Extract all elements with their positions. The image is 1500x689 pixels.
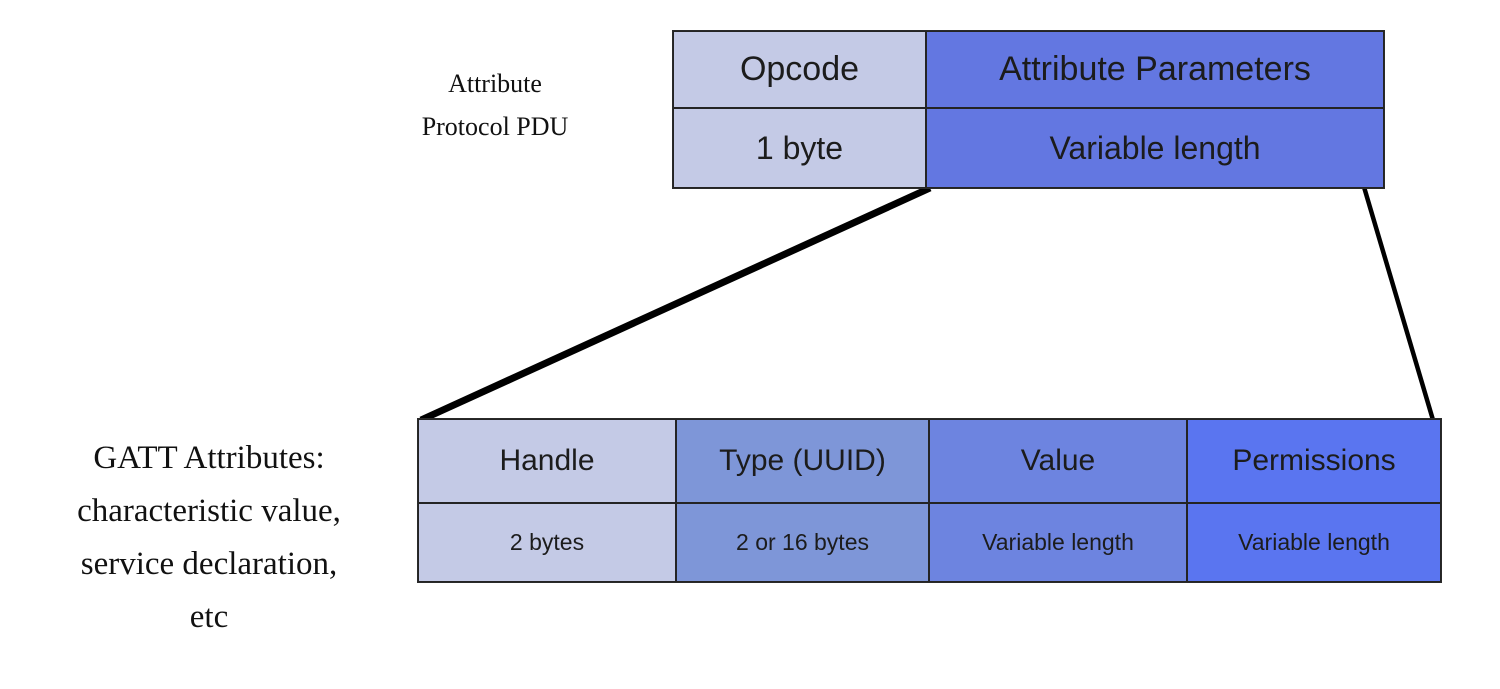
- attr-cell-handle-name: Handle: [418, 419, 676, 503]
- attr-cell-handle-size: 2 bytes: [418, 503, 676, 582]
- pdu-cell-opcode-name: Opcode: [673, 31, 926, 108]
- connector-line-left: [419, 184, 932, 424]
- gatt-label-line-2: characteristic value,: [77, 493, 341, 529]
- pdu-table: Opcode Attribute Parameters 1 byte Varia…: [672, 30, 1385, 189]
- attr-table: Handle Type (UUID) Value Permissions 2 b…: [417, 418, 1442, 583]
- pdu-label-line-1: Attribute: [448, 69, 542, 98]
- pdu-cell-opcode-size: 1 byte: [673, 108, 926, 188]
- gatt-label-line-4: etc: [189, 599, 229, 635]
- pdu-label-line-2: Protocol PDU: [421, 112, 569, 141]
- gatt-label-line-1: GATT Attributes:: [93, 440, 325, 476]
- gatt-label-line-3: service declaration,: [80, 546, 338, 582]
- pdu-cell-params-size: Variable length: [926, 108, 1384, 188]
- attr-cell-type-name: Type (UUID): [676, 419, 929, 503]
- attr-cell-value-size: Variable length: [929, 503, 1187, 582]
- attr-cell-value-name: Value: [929, 419, 1187, 503]
- pdu-label: Attribute Protocol PDU: [370, 62, 620, 148]
- pdu-cell-params-name: Attribute Parameters: [926, 31, 1384, 108]
- attr-cell-permissions-size: Variable length: [1187, 503, 1441, 582]
- attr-cell-permissions-name: Permissions: [1187, 419, 1441, 503]
- connector-line-right: [1361, 186, 1436, 421]
- attr-cell-type-size: 2 or 16 bytes: [676, 503, 929, 582]
- gatt-label: GATT Attributes: characteristic value, s…: [0, 432, 418, 644]
